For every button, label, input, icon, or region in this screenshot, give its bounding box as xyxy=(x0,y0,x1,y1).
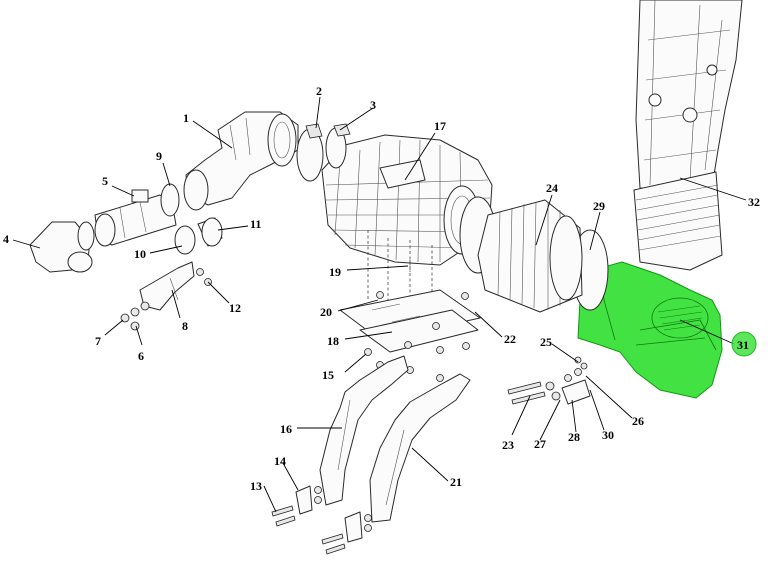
callout-labels: 1 2 3 4 5 6 7 8 9 10 11 12 13 14 15 16 1… xyxy=(3,84,760,493)
callout-10: 10 xyxy=(134,247,146,261)
callout-17: 17 xyxy=(434,119,446,133)
callout-27: 27 xyxy=(534,437,546,451)
callout-31-marker xyxy=(731,331,757,357)
highlighted-part-31 xyxy=(577,261,723,399)
callout-31: 31 xyxy=(737,338,749,352)
callout-12: 12 xyxy=(229,301,241,315)
callout-8: 8 xyxy=(182,319,188,333)
callout-3: 3 xyxy=(370,98,376,112)
callout-15: 15 xyxy=(322,368,334,382)
callout-21: 21 xyxy=(450,475,462,489)
intake-tube-1 xyxy=(183,111,299,211)
callout-28: 28 xyxy=(568,430,580,444)
clamp-2 xyxy=(296,123,324,182)
intake-snorkel xyxy=(633,0,743,271)
callout-16: 16 xyxy=(280,422,292,436)
callout-9: 9 xyxy=(156,149,162,163)
callout-11: 11 xyxy=(250,217,261,231)
callout-30: 30 xyxy=(602,428,614,442)
callout-2: 2 xyxy=(316,84,322,98)
support-bracket-21 xyxy=(369,373,471,523)
clamp-9 xyxy=(160,183,180,217)
leader-lines xyxy=(12,96,747,513)
bracket-8 xyxy=(139,261,195,311)
small-bolts-center xyxy=(364,291,470,382)
clamp-10 xyxy=(174,225,196,255)
callout-5: 5 xyxy=(102,174,108,188)
callout-25: 25 xyxy=(540,335,552,349)
bracket-14 xyxy=(271,485,372,555)
mount-plate-18 xyxy=(359,309,479,353)
support-bracket-16 xyxy=(319,355,409,506)
sleeve-11 xyxy=(197,217,223,247)
callout-26: 26 xyxy=(632,414,644,428)
elbow-4 xyxy=(29,221,95,273)
callout-18: 18 xyxy=(327,334,339,348)
callout-29: 29 xyxy=(593,199,605,213)
callout-24: 24 xyxy=(546,181,558,195)
hardware-cluster-right xyxy=(507,356,591,405)
callout-19: 19 xyxy=(329,265,341,279)
callout-4: 4 xyxy=(3,232,9,246)
connector-hose xyxy=(477,199,583,313)
callout-32: 32 xyxy=(748,195,760,209)
callout-20: 20 xyxy=(320,305,332,319)
callout-13: 13 xyxy=(250,479,262,493)
callout-7: 7 xyxy=(95,334,101,348)
clamp-3 xyxy=(325,123,351,169)
callout-22: 22 xyxy=(504,332,516,346)
callout-1: 1 xyxy=(183,111,189,125)
callout-6: 6 xyxy=(138,349,144,363)
dashed-guides xyxy=(367,230,433,320)
resonator-5 xyxy=(94,189,177,247)
callout-14: 14 xyxy=(274,454,286,468)
callout-23: 23 xyxy=(502,438,514,452)
